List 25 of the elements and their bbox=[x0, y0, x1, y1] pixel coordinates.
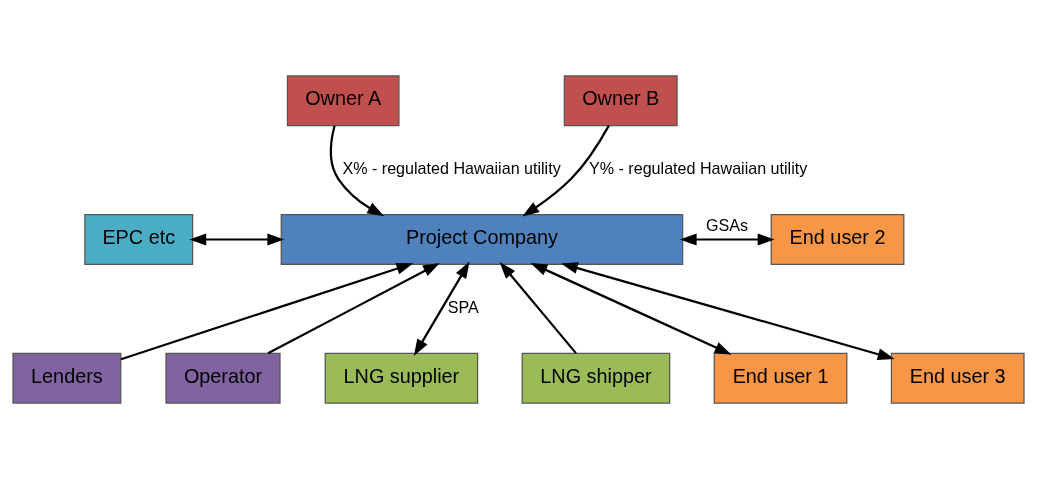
node-box: Owner B bbox=[563, 75, 678, 127]
node-box: LNG supplier bbox=[324, 352, 479, 404]
edge-label: X% - regulated Hawaiian utility bbox=[342, 159, 561, 178]
arrow bbox=[561, 262, 895, 360]
node-box: Lenders bbox=[12, 352, 122, 404]
node-box: End user 2 bbox=[770, 214, 905, 265]
arrow bbox=[413, 261, 470, 356]
arrow bbox=[679, 233, 775, 246]
arrow bbox=[120, 262, 414, 361]
arrow bbox=[189, 233, 285, 246]
arrow bbox=[499, 261, 577, 354]
edge-label: SPA bbox=[447, 298, 479, 317]
node-box: Project Company bbox=[280, 214, 684, 265]
edge-label: Y% - regulated Hawaiian utility bbox=[589, 159, 808, 178]
node-box: Operator bbox=[165, 352, 281, 404]
arrow bbox=[329, 125, 385, 217]
node-box: LNG shipper bbox=[521, 352, 671, 404]
arrow bbox=[522, 125, 610, 217]
node-box: End user 1 bbox=[713, 352, 848, 404]
arrow bbox=[530, 262, 732, 355]
edge-label: GSAs bbox=[705, 216, 748, 235]
node-box: End user 3 bbox=[890, 352, 1025, 404]
arrow bbox=[267, 262, 440, 355]
node-box: EPC etc bbox=[84, 214, 194, 265]
node-box: Owner A bbox=[286, 75, 400, 127]
